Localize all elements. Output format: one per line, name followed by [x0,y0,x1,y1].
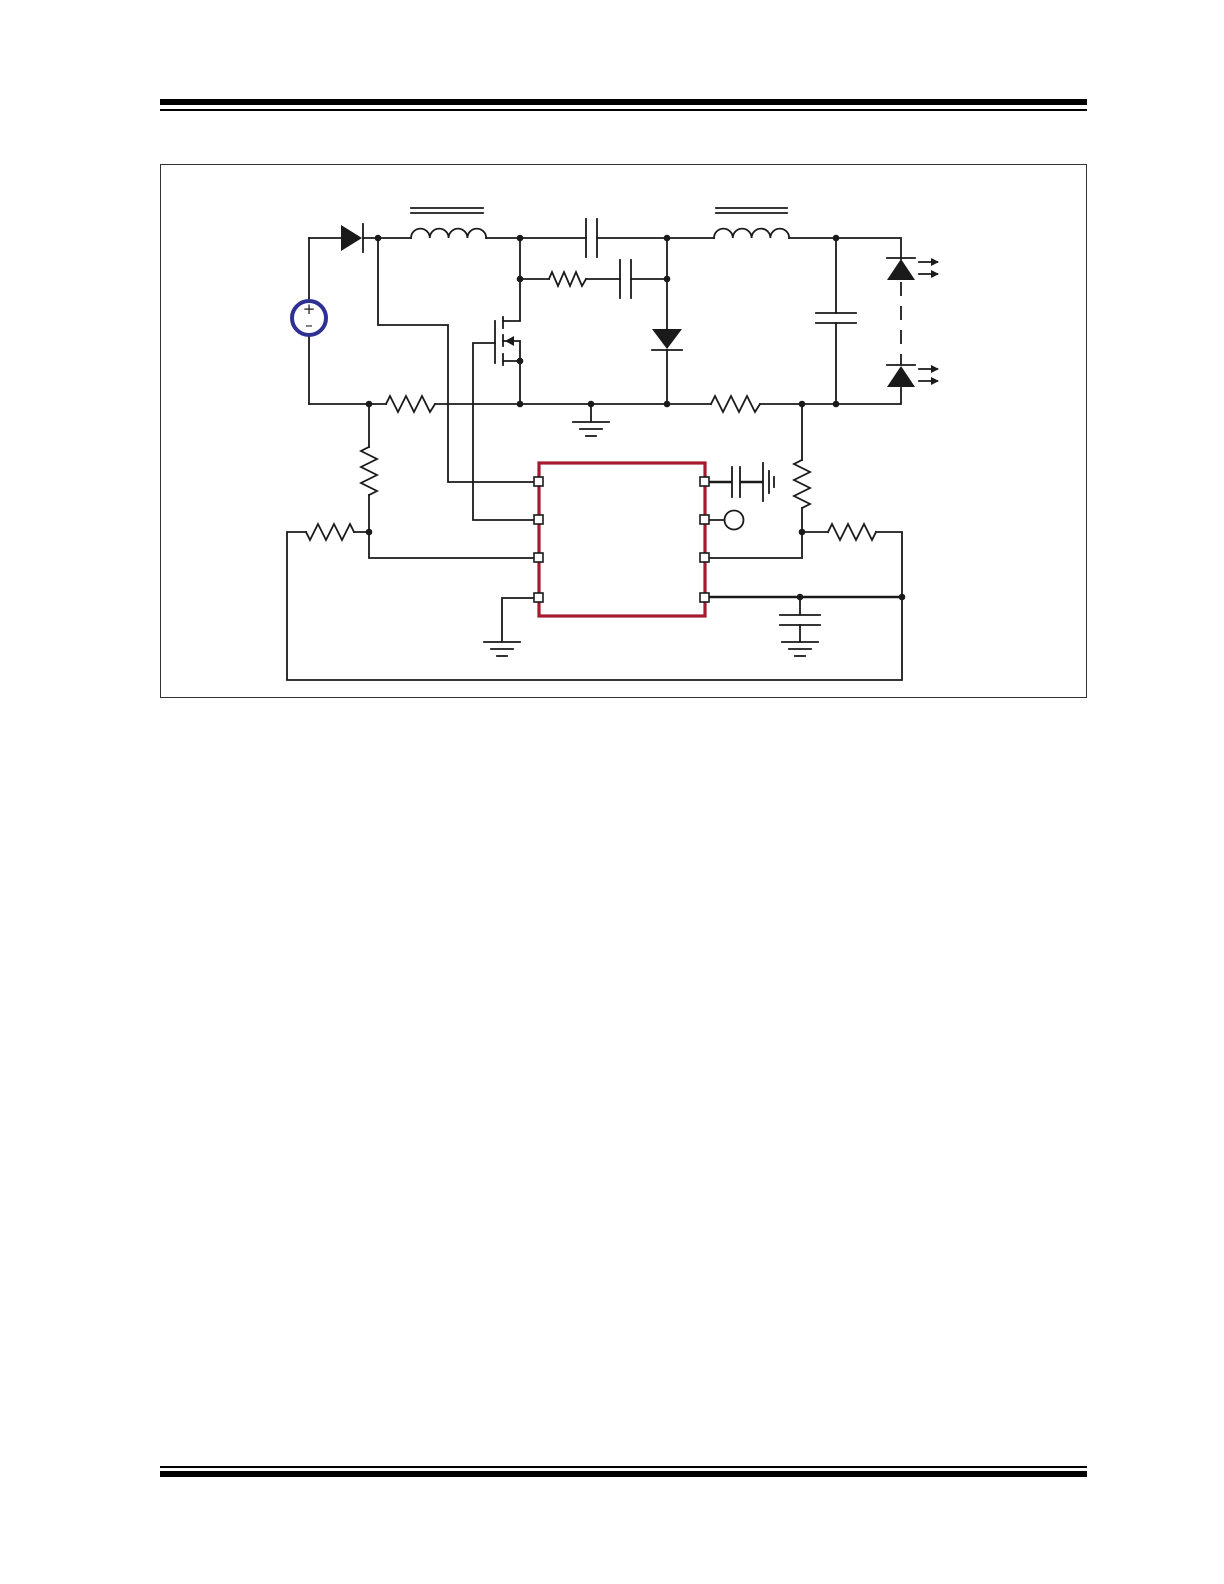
led-string [886,257,939,387]
junction-dots [365,234,906,601]
footer-rule-thick [160,1471,1087,1477]
led-driver-schematic: + – [286,207,939,681]
inductor-l1 [410,207,488,239]
ic-pin-right-1 [699,476,710,487]
input-diode [341,223,364,253]
vin-sense-wire [377,237,535,483]
source-plus-sign: + [303,300,316,318]
ic-pin-left-4 [533,592,544,603]
top-rail-wires [308,237,902,260]
controller-ic [533,461,710,618]
header-rule-thin [160,109,1087,111]
ic-pin-left-1 [533,476,544,487]
bottom-rail-wires [308,387,902,405]
right-divider [708,403,903,598]
footer-rule-thin [160,1466,1087,1468]
schematic-figure-frame: + – [160,164,1087,698]
coupling-capacitor [585,218,598,258]
mosfet-switch [472,237,535,521]
ic-pin-left-2 [533,514,544,525]
bias-supply [709,462,775,502]
output-capacitor [815,237,857,405]
source-minus-sign: – [305,316,313,334]
ic-pin-right-4 [699,592,710,603]
input-voltage-source: + – [290,237,328,405]
ground-symbol-ic [483,597,535,657]
ic-pin-right-3 [699,552,710,563]
ic-pin-right-2 [699,514,710,525]
snubber-rc [519,259,668,299]
sense-resistor-input [384,393,437,415]
ic-pin-left-3 [533,552,544,563]
compensation-network [709,595,902,657]
header-rule-thick [160,99,1087,105]
sense-resistor-output [709,393,762,415]
freewheel-diode [651,237,683,405]
left-divider [286,403,903,681]
ground-symbol-rail [572,403,610,437]
inductor-l2 [713,207,791,239]
test-point [708,509,745,531]
